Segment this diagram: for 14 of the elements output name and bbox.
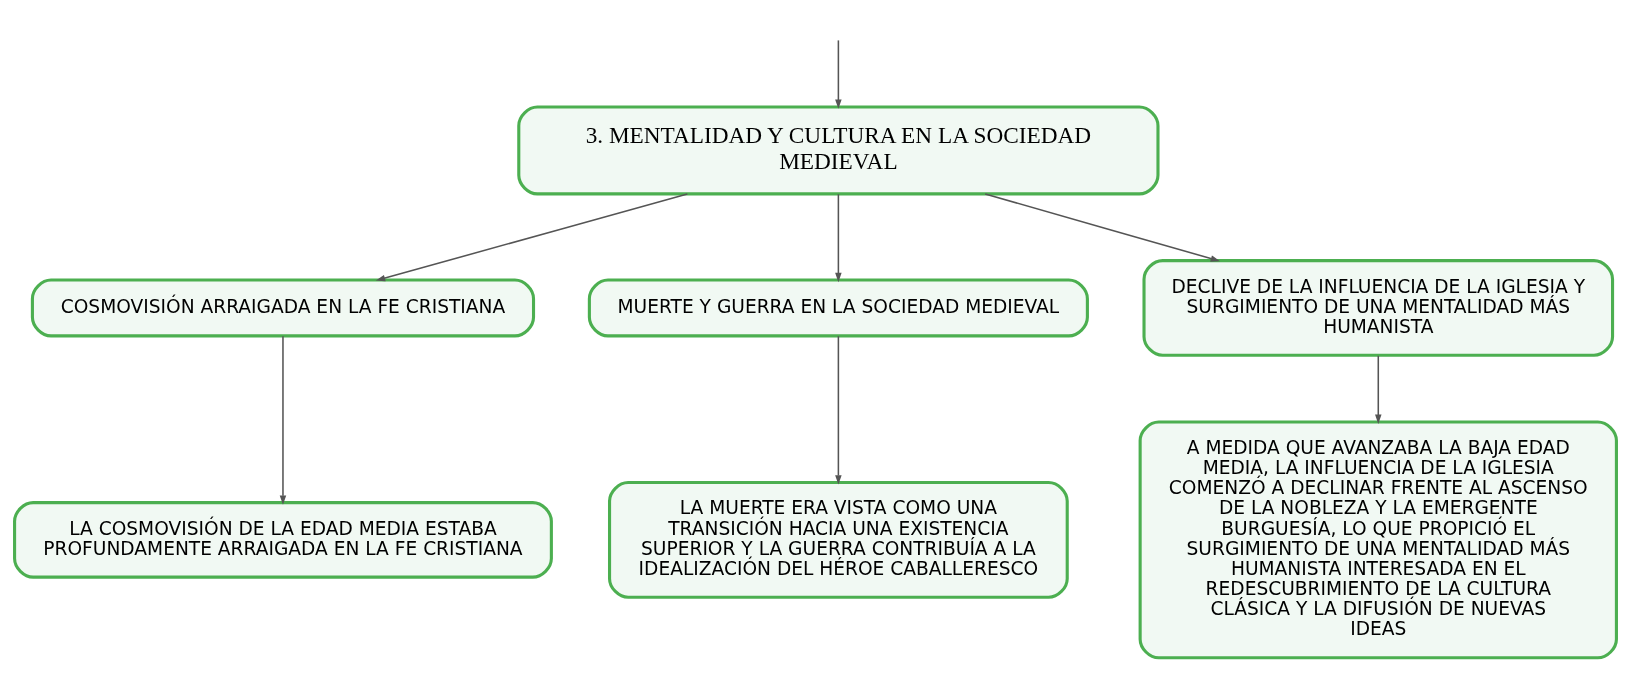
arrow xyxy=(835,39,842,109)
node-box: A MEDIDA QUE AVANZABA LA BAJA EDAD MEDIA, LA INFLUENCIA DE LA IGLESIA COMENZÓ A DECLINAR FRENTE AL ASCENSO DE LA NOBLEZA Y LA EMERGENTE BURGUESÍA, LO QUE PROPICIÓ EL SURGIMIENTO DE UNA MENTALIDAD MÁS HUMANISTA INTERESADA EN EL REDESCUBRIMIENTO DE LA CULTURA CLÁSICA Y LA DIFUSIÓN DE NUEVAS IDEAS xyxy=(1138,420,1618,660)
arrow xyxy=(1375,355,1382,424)
node-box: MUERTE Y GUERRA EN LA SOCIEDAD MEDIEVAL xyxy=(587,278,1089,338)
arrow xyxy=(984,193,1220,262)
arrow xyxy=(279,335,287,505)
arrow xyxy=(375,193,689,282)
node-box: LA MUERTE ERA VISTA COMO UNA TRANSICIÓN HACIA UNA EXISTENCIA SUPERIOR Y LA GUERRA CONTRIBUÍA A LA IDEALIZACIÓN DEL HÉROE CABALLERESCO xyxy=(608,480,1069,599)
node-box: COSMOVISIÓN ARRAIGADA EN LA FE CRISTIANA xyxy=(30,278,536,338)
node-box: DECLIVE DE LA INFLUENCIA DE LA IGLESIA Y SURGIMIENTO DE UNA MENTALIDAD MÁS HUMANISTA xyxy=(1142,259,1615,357)
arrow xyxy=(835,335,842,485)
node-box: 3. MENTALIDAD Y CULTURA EN LA SOCIEDAD MEDIEVAL xyxy=(517,105,1160,196)
arrow xyxy=(835,193,842,283)
node-box: LA COSMOVISIÓN DE LA EDAD MEDIA ESTABA PROFUNDAMENTE ARRAIGADA EN LA FE CRISTIANA xyxy=(13,501,553,579)
